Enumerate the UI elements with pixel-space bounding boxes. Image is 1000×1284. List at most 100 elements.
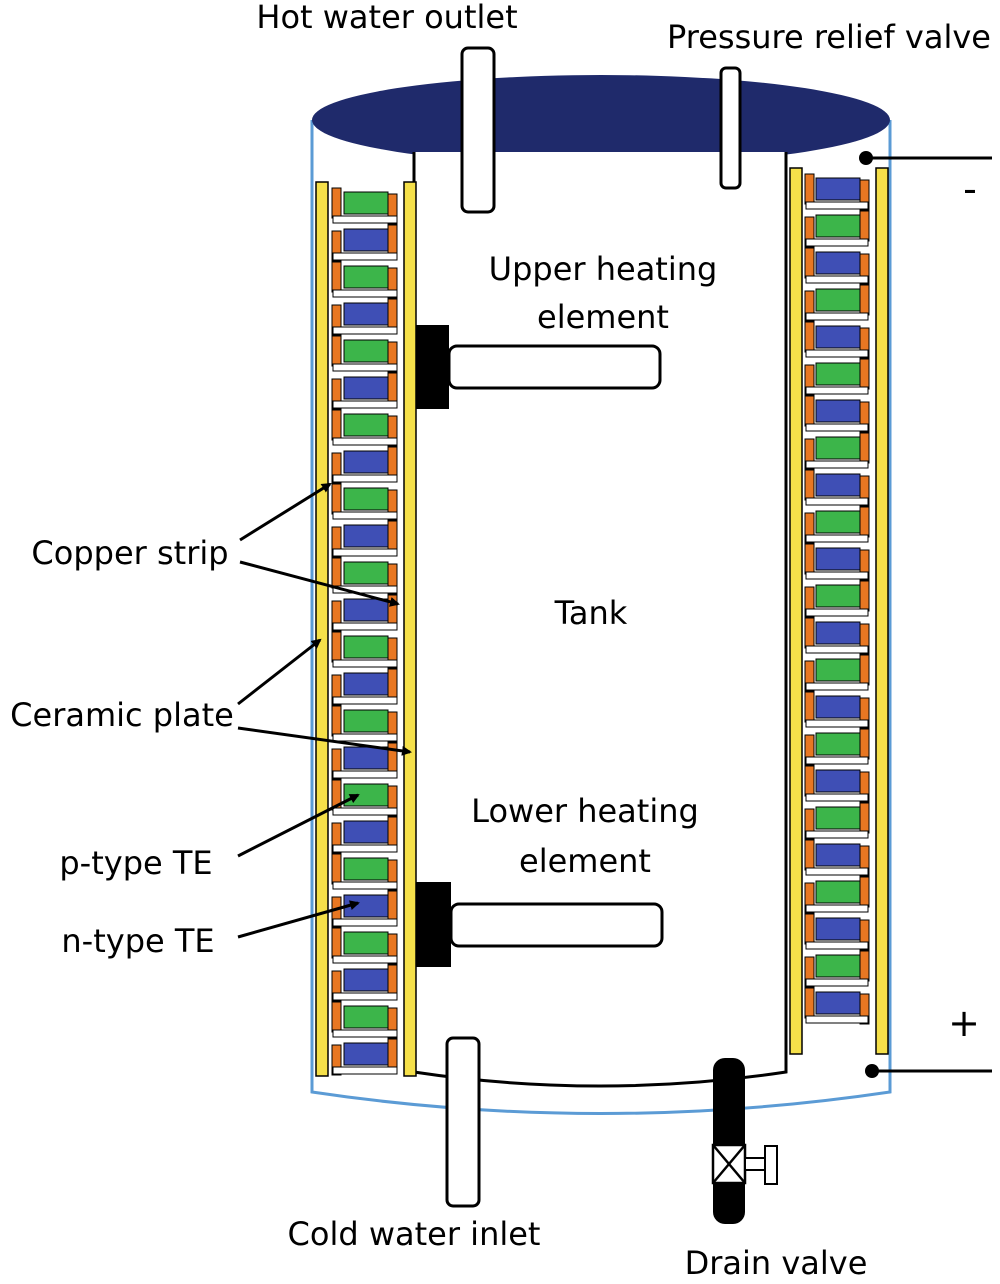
n-type-element — [343, 968, 389, 992]
p-type-element — [343, 783, 389, 807]
p-type-element — [815, 510, 861, 534]
n-type-element — [815, 917, 861, 941]
separator-bar — [805, 682, 869, 691]
negative-terminal-dot — [859, 151, 873, 165]
ceramic-plate-label: Ceramic plate — [10, 696, 234, 734]
copper-strip — [859, 210, 870, 242]
n-type-element — [343, 450, 389, 474]
copper-strip — [331, 853, 342, 885]
separator-bar — [332, 992, 398, 1001]
separator-bar — [332, 696, 398, 705]
copper-strip — [804, 586, 815, 618]
pressure-relief-valve-pipe — [719, 66, 742, 190]
lower-heating-element-label-line2: element — [519, 842, 651, 880]
copper-strip — [331, 557, 342, 589]
upper-heating-element-label-line1: Upper heating — [489, 250, 718, 288]
copper-strip — [804, 660, 815, 692]
separator-bar — [805, 534, 869, 543]
copper-strip — [804, 691, 815, 723]
separator-bar — [805, 238, 869, 247]
copper-strip — [331, 483, 342, 515]
separator-bar — [332, 955, 398, 964]
copper-strip — [804, 734, 815, 766]
copper-strip — [804, 882, 815, 914]
copper-strip — [331, 600, 342, 632]
separator-bar — [332, 215, 398, 224]
copper-strip — [331, 378, 342, 410]
separator-bar — [332, 844, 398, 853]
copper-strip — [859, 506, 870, 538]
separator-bar — [332, 511, 398, 520]
p-type-element — [815, 954, 861, 978]
copper-strip — [804, 617, 815, 649]
n-type-element — [815, 621, 861, 645]
positive-terminal-label: + — [948, 1001, 980, 1045]
copper-strip — [387, 816, 398, 848]
copper-strip — [804, 364, 815, 396]
copper-strip — [387, 224, 398, 256]
copper-strip — [331, 335, 342, 367]
copper-strip — [804, 987, 815, 1019]
n-type-element — [343, 376, 389, 400]
copper-strip — [804, 956, 815, 988]
copper-strip — [804, 247, 815, 279]
copper-strip — [331, 187, 342, 219]
copper-strip — [804, 543, 815, 575]
copper-strip-arrow-inner — [239, 560, 400, 607]
copper-strip — [331, 631, 342, 663]
copper-strip — [331, 409, 342, 441]
n-type-element — [343, 598, 389, 622]
p-type-element — [343, 931, 389, 955]
n-type-element — [343, 524, 389, 548]
upper-heating-element-mount — [416, 325, 449, 409]
copper-strip — [804, 321, 815, 353]
p-type-te-label: p-type TE — [59, 844, 212, 882]
n-type-element — [343, 302, 389, 326]
copper-strip — [331, 230, 342, 262]
separator-bar — [332, 326, 398, 335]
separator-bar — [805, 904, 869, 913]
p-type-element — [343, 857, 389, 881]
separator-bar — [805, 312, 869, 321]
copper-strip — [331, 748, 342, 780]
drain-valve-stem — [744, 1157, 766, 1171]
separator-bar — [332, 363, 398, 372]
ceramic-plate-arrow-inner — [237, 726, 412, 756]
separator-bar — [805, 867, 869, 876]
drain-valve-body — [713, 1058, 745, 1224]
ceramic-plate — [875, 167, 889, 1055]
p-type-element — [343, 709, 389, 733]
separator-bar — [332, 622, 398, 631]
copper-strip — [804, 808, 815, 840]
n-type-arrow — [237, 900, 360, 939]
separator-bar — [332, 474, 398, 483]
drain-valve-label: Drain valve — [685, 1244, 868, 1282]
copper-strip — [859, 580, 870, 612]
separator-bar — [805, 941, 869, 950]
lower-heating-element-label-line1: Lower heating — [471, 792, 699, 830]
copper-strip — [331, 896, 342, 928]
copper-strip — [387, 372, 398, 404]
upper-heating-element-label-line2: element — [537, 298, 669, 336]
n-type-element — [815, 769, 861, 793]
copper-strip-label: Copper strip — [31, 534, 228, 572]
copper-strip — [804, 913, 815, 945]
cold-water-inlet-label: Cold water inlet — [288, 1215, 541, 1253]
n-type-te-label: n-type TE — [61, 922, 214, 960]
copper-strip — [387, 594, 398, 626]
lower-heating-element-mount — [416, 882, 451, 967]
separator-bar — [332, 881, 398, 890]
n-type-element — [815, 843, 861, 867]
hot-water-outlet-label: Hot water outlet — [256, 0, 517, 36]
copper-strip — [859, 432, 870, 464]
p-type-element — [815, 584, 861, 608]
copper-strip — [804, 290, 815, 322]
n-type-element — [343, 672, 389, 696]
separator-bar — [332, 400, 398, 409]
copper-strip — [331, 674, 342, 706]
tank-label: Tank — [554, 594, 628, 632]
separator-bar — [805, 756, 869, 765]
separator-bar — [805, 793, 869, 802]
left-thermoelectric-stack — [315, 181, 417, 1077]
separator-bar — [805, 1015, 869, 1024]
